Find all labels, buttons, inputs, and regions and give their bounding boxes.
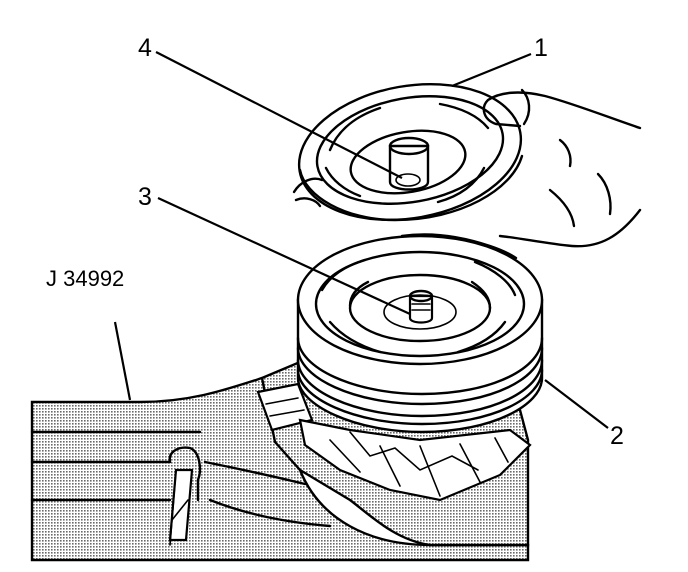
fixture-mount-left [256, 382, 314, 432]
leader-line-2 [544, 379, 609, 429]
leader-line-3 [157, 197, 411, 315]
hand-illustration [292, 88, 642, 260]
leader-line-4 [155, 51, 403, 179]
fixture-arm [30, 370, 530, 562]
callout-2: 2 [610, 422, 624, 450]
pulley-assembly [296, 234, 544, 434]
leader-line-tool [113, 321, 132, 401]
clutch-plate-assembly [297, 82, 524, 222]
tool-label: J 34992 [46, 266, 124, 291]
callout-3: 3 [138, 183, 152, 211]
leader-line-1 [451, 52, 532, 88]
callout-4: 4 [138, 34, 152, 62]
leader-lines [113, 51, 609, 429]
clutch-hub [388, 144, 430, 191]
callout-1: 1 [534, 34, 548, 62]
